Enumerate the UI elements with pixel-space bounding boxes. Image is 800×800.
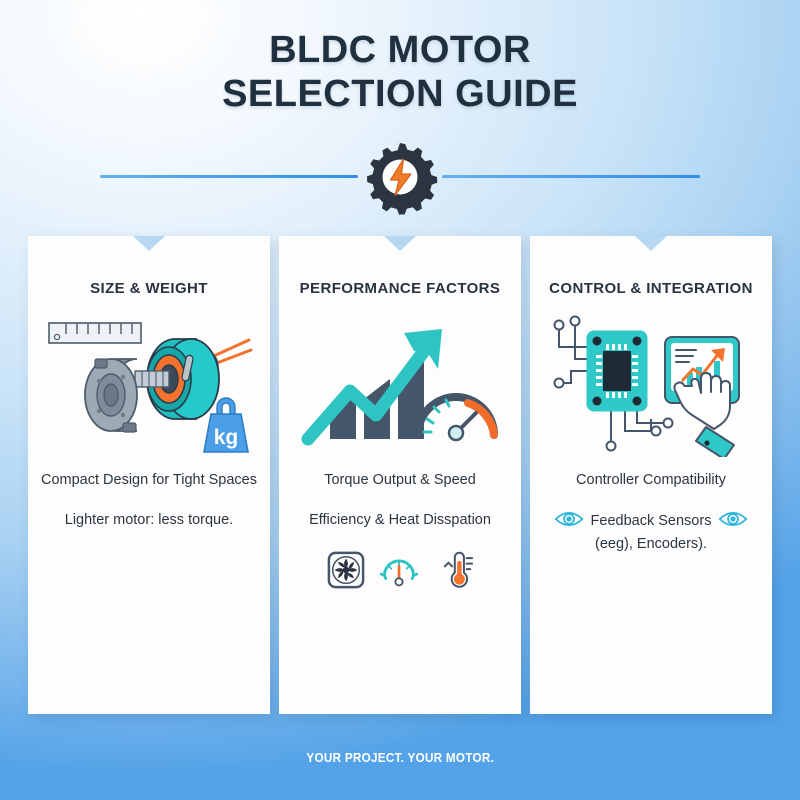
thermometer-icon — [433, 550, 474, 595]
gauge-icon — [379, 551, 419, 594]
performance-icon-row — [279, 550, 521, 595]
fan-icon — [327, 551, 365, 594]
header-divider — [0, 143, 800, 215]
card-text-lines: Torque Output & Speed Efficiency & Heat … — [279, 471, 521, 595]
card-line: Feedback Sensors — [590, 513, 712, 530]
card-line-with-eyes: Feedback Sensors (eeg), Encoders). — [530, 511, 772, 555]
card-line: Compact Design for Tight Spaces — [41, 472, 257, 488]
title-line-2: SELECTION GUIDE — [222, 73, 578, 116]
card-line: Torque Output & Speed — [324, 472, 476, 488]
microchip-tablet-hand-illustration — [541, 307, 761, 457]
divider-line-right — [442, 175, 700, 178]
card-text-lines: Compact Design for Tight Spaces Lighter … — [28, 471, 270, 530]
growth-chart-gauge-illustration — [290, 307, 510, 457]
card-title: PERFORMANCE FACTORS — [299, 280, 501, 297]
card-line: Lighter motor: less torque. — [64, 511, 234, 528]
card-notch — [384, 236, 416, 251]
card-title: CONTROL & INTEGRATION — [549, 280, 753, 297]
card-control-integration[interactable]: CONTROL & INTEGRATION — [530, 236, 772, 714]
card-line: Controller Compatibility — [576, 472, 726, 488]
footer: YOUR PROJECT. YOUR MOTOR. — [0, 714, 800, 800]
eye-icon — [554, 511, 584, 534]
card-performance-factors[interactable]: PERFORMANCE FACTORS — [279, 236, 521, 714]
gear-lightning-icon — [362, 139, 438, 215]
footer-tagline: YOUR PROJECT. YOUR MOTOR. — [306, 749, 494, 765]
divider-line-left — [100, 175, 358, 178]
card-line: Efficiency & Heat Disspation — [309, 511, 491, 528]
card-text-lines: Controller Compatibility Feedback Sensor… — [530, 471, 772, 555]
card-notch — [635, 236, 667, 251]
motor-exploded-ruler-weight-illustration: kg — [39, 307, 259, 457]
card-title: SIZE & WEIGHT — [90, 280, 208, 297]
title-line-1: BLDC MOTOR — [269, 29, 531, 71]
card-line: (eeg), Encoders). — [594, 536, 708, 553]
svg-text:kg: kg — [214, 426, 239, 449]
page-title: BLDC MOTOR SELECTION GUIDE — [0, 28, 800, 116]
cards-container: SIZE & WEIGHT — [28, 236, 772, 714]
card-notch — [133, 236, 165, 251]
eye-icon — [718, 511, 748, 534]
card-size-weight[interactable]: SIZE & WEIGHT — [28, 236, 270, 714]
